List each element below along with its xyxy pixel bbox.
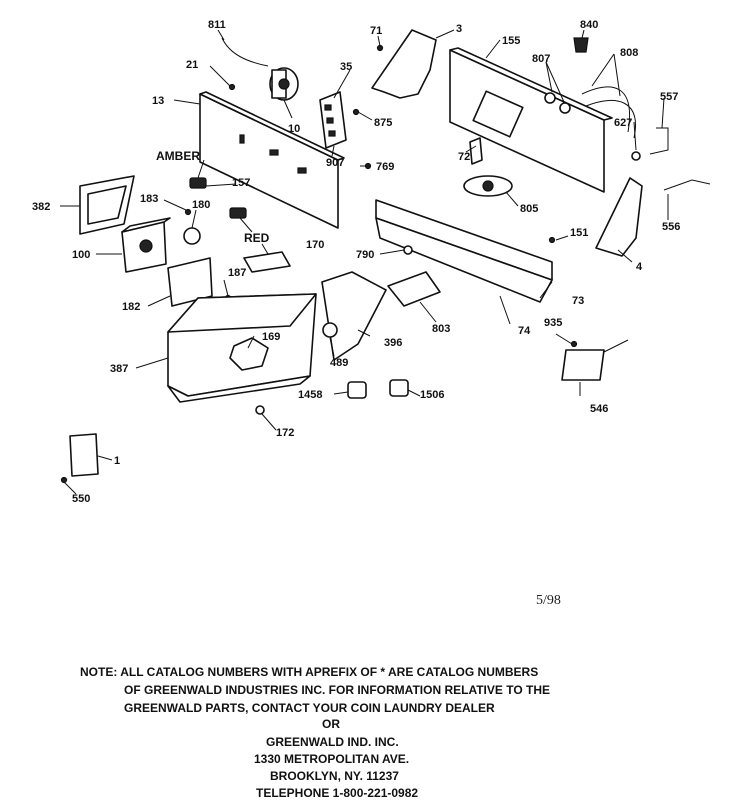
callout-187: 187 [228, 267, 246, 279]
callout-1506: 1506 [420, 389, 444, 401]
part-1458-connector [347, 381, 367, 399]
part-489-nut [322, 322, 338, 338]
callout-155: 155 [502, 35, 520, 47]
note-line-4: OR [322, 717, 340, 731]
callout-labels: 811 71 3 155 840 808 21 35 807 13 10 875… [32, 19, 680, 505]
callout-807: 807 [532, 53, 550, 65]
part-556-cord [663, 179, 711, 191]
callout-172: 172 [276, 427, 294, 439]
part-13-control-panel [199, 91, 345, 229]
callout-74: 74 [518, 325, 531, 337]
callout-leaders [60, 29, 669, 495]
part-627-clamp [631, 151, 641, 161]
note-line-7: BROOKLYN, NY. 11237 [270, 769, 399, 783]
part-183-screw [184, 208, 192, 216]
part-382-door [79, 175, 135, 235]
part-840-knob [573, 37, 589, 53]
part-790-spacer [403, 245, 413, 255]
part-805-valve-assembly [463, 175, 513, 197]
note-line-8: TELEPHONE 1-800-221-0982 [256, 786, 419, 800]
part-807-nut [559, 102, 571, 114]
part-546-harness [561, 339, 629, 381]
callout-169: 169 [262, 331, 280, 343]
callout-769: 769 [376, 161, 394, 173]
part-172-screw [255, 405, 265, 415]
callout-557: 557 [660, 91, 678, 103]
callout-1458: 1458 [298, 389, 322, 401]
part-1506-connector [389, 379, 409, 397]
part-387-housing [167, 293, 317, 403]
callout-35: 35 [340, 61, 352, 73]
part-550-screw [60, 476, 68, 484]
part-182-bracket [167, 257, 213, 307]
callout-73: 73 [572, 295, 584, 307]
callout-935: 935 [544, 317, 562, 329]
part-875-screw [352, 108, 360, 116]
callout-382: 382 [32, 201, 50, 213]
callout-157: 157 [232, 177, 250, 189]
callout-805: 805 [520, 203, 538, 215]
part-3-bracket [371, 29, 437, 99]
part-74-panel [375, 199, 553, 303]
part-10-timer [269, 67, 299, 101]
callout-840: 840 [580, 19, 598, 31]
drawing-date: 5/98 [536, 593, 561, 608]
callout-71: 71 [370, 25, 382, 37]
callout-811: 811 [208, 19, 226, 31]
part-151-screw [548, 236, 556, 244]
part-155-backguard [449, 47, 613, 193]
callout-100: 100 [72, 249, 90, 261]
callout-387: 387 [110, 363, 128, 375]
label-red: RED [244, 231, 270, 245]
callout-1: 1 [114, 455, 120, 467]
label-amber: AMBER [156, 149, 200, 163]
callout-808: 808 [620, 47, 638, 59]
note-line-1: NOTE: ALL CATALOG NUMBERS WITH APREFIX O… [80, 665, 539, 679]
callout-396: 396 [384, 337, 402, 349]
callout-875: 875 [374, 117, 392, 129]
part-72-bracket [469, 137, 483, 165]
callout-627: 627 [614, 117, 632, 129]
callout-556: 556 [662, 221, 680, 233]
callout-182: 182 [122, 301, 140, 313]
note-line-5: GREENWALD IND. INC. [266, 735, 399, 749]
callout-170: 170 [306, 239, 324, 251]
callout-790: 790 [356, 249, 374, 261]
part-811-wire [221, 37, 269, 67]
callout-21: 21 [186, 59, 198, 71]
part-170-plate [243, 251, 291, 273]
note-line-6: 1330 METROPOLITAN AVE. [254, 752, 410, 766]
callout-10: 10 [288, 123, 300, 135]
part-4-side-bracket [595, 177, 643, 257]
callout-4: 4 [636, 261, 643, 273]
part-amber-lamp [189, 177, 207, 189]
callout-72: 72 [458, 151, 470, 163]
callout-550: 550 [72, 493, 90, 505]
part-803-bracket [387, 271, 441, 307]
part-180-fuse [183, 227, 201, 245]
callout-546: 546 [590, 403, 608, 415]
part-807-nut [544, 92, 556, 104]
part-935-clip [570, 340, 578, 348]
callout-907: 907 [326, 157, 344, 169]
part-557-valve [649, 127, 669, 155]
part-907-switch-bank [319, 91, 347, 149]
callout-151: 151 [570, 227, 588, 239]
note-line-2: OF GREENWALD INDUSTRIES INC. FOR INFORMA… [124, 683, 550, 697]
callout-489: 489 [330, 357, 348, 369]
callout-803: 803 [432, 323, 450, 335]
callout-180: 180 [192, 199, 210, 211]
part-21-screw [228, 83, 236, 91]
callout-13: 13 [152, 95, 164, 107]
note-line-3: GREENWALD PARTS, CONTACT YOUR COIN LAUND… [124, 701, 495, 715]
callout-3: 3 [456, 23, 462, 35]
part-1-manual [69, 433, 99, 477]
part-100-coin-box [121, 217, 171, 273]
callout-183: 183 [140, 193, 158, 205]
part-red-lamp [229, 207, 247, 219]
part-71-screw [376, 44, 384, 52]
